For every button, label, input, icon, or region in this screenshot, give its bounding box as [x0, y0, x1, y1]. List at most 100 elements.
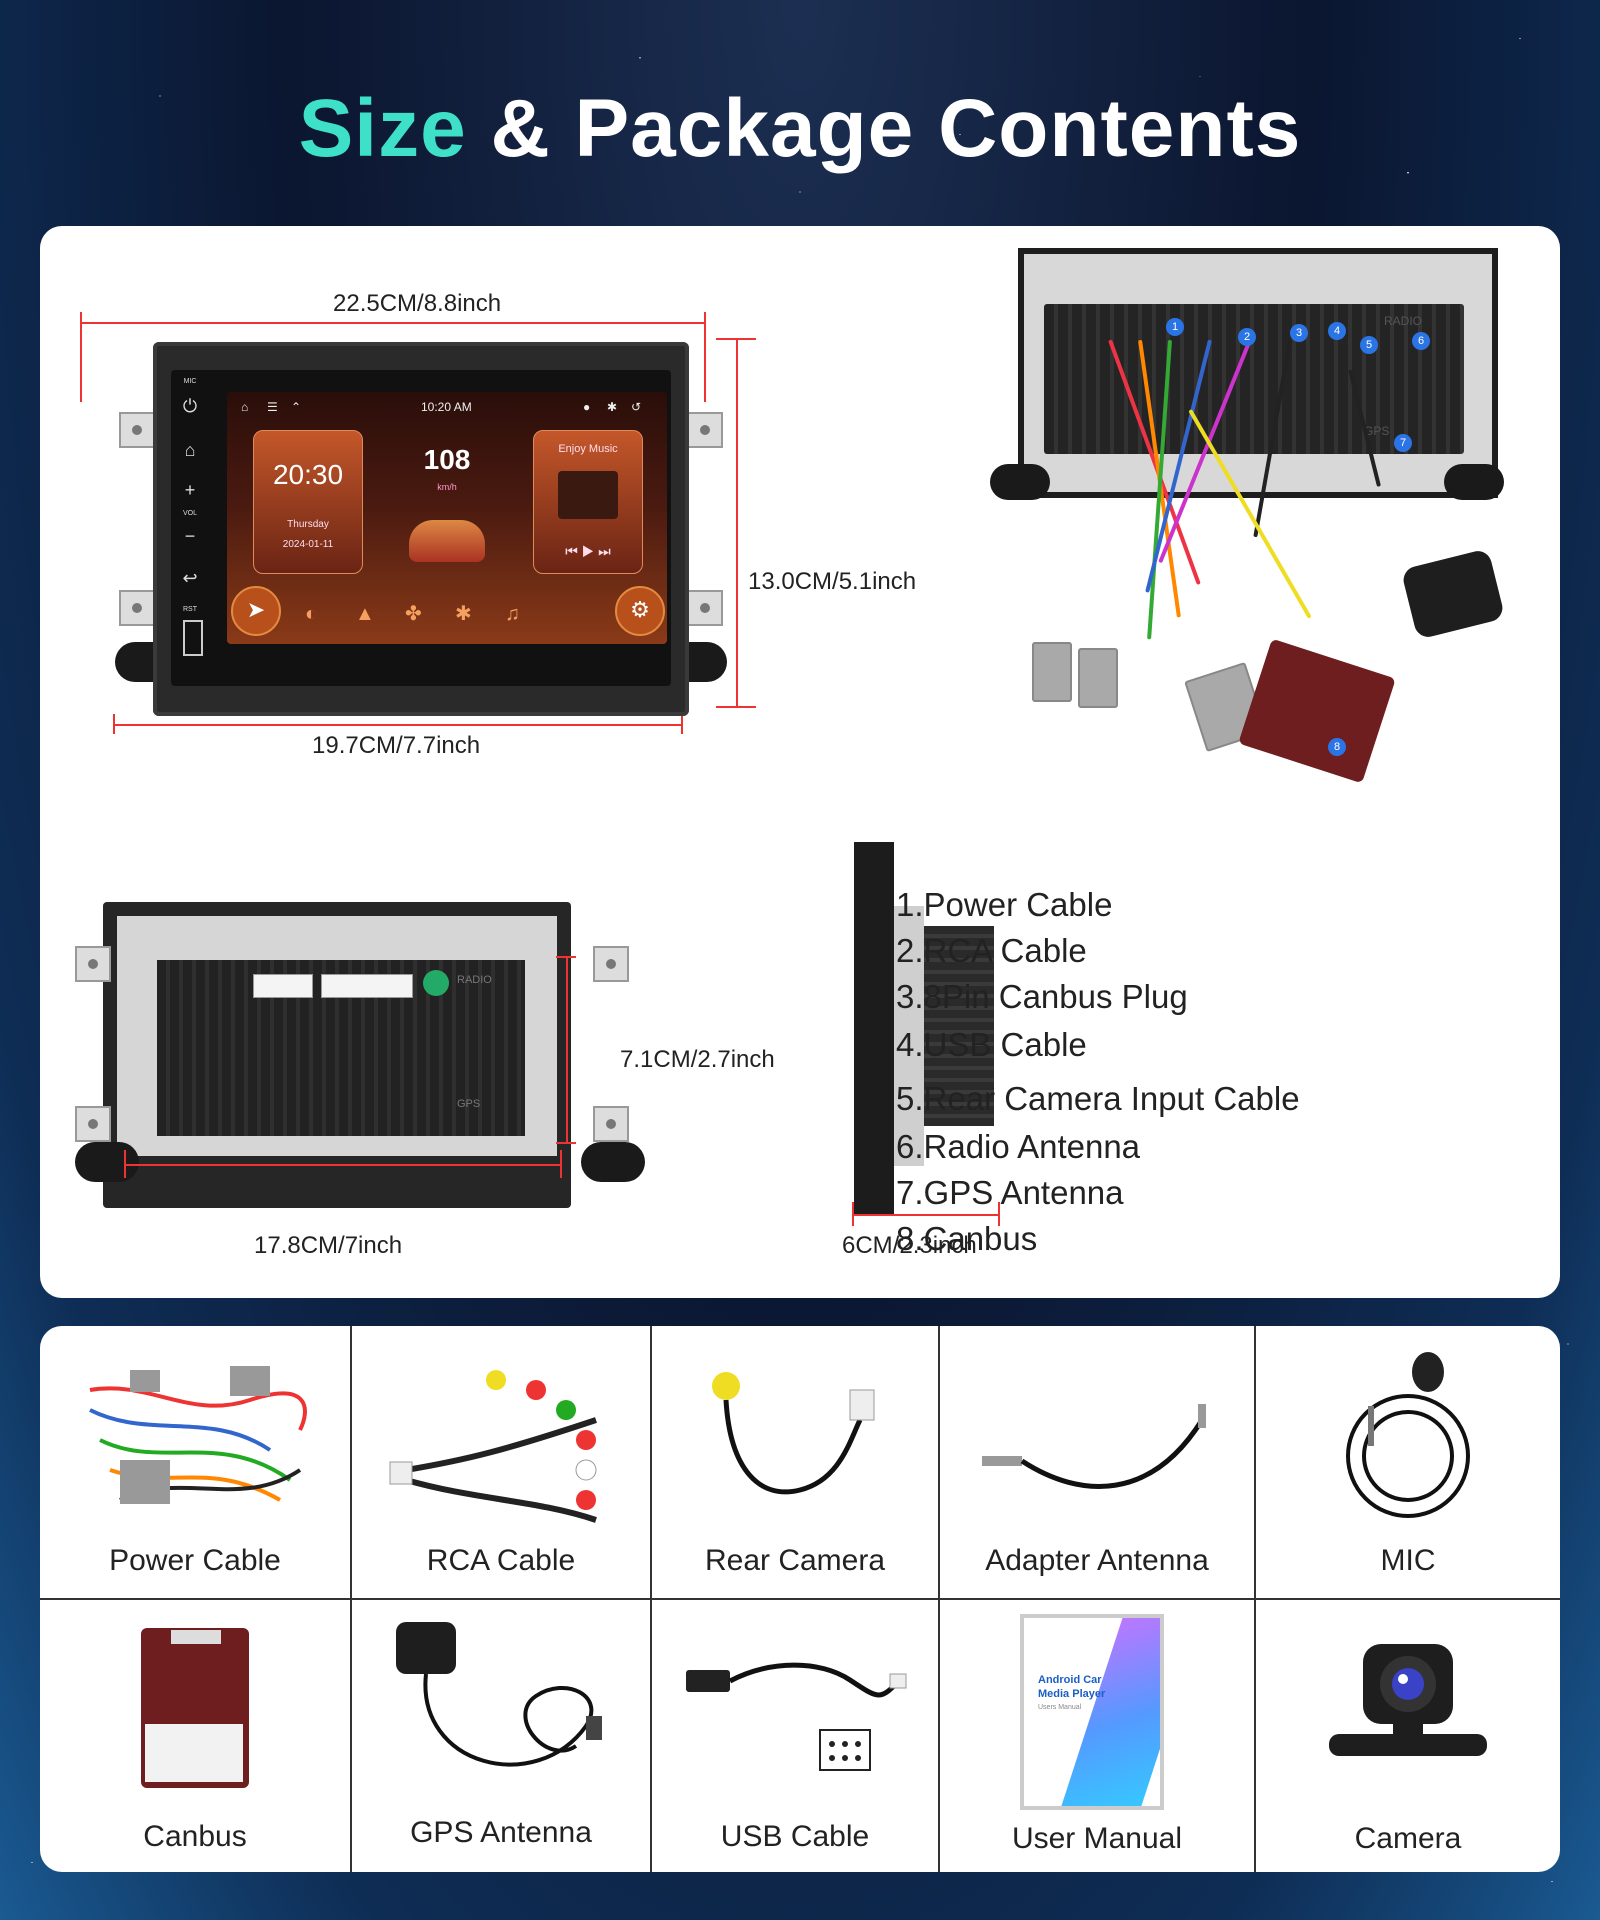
speed-unit: km/h: [437, 482, 457, 492]
rst-label: RST: [183, 606, 197, 613]
head-unit-rear-wired: RADIO GPS 1 2 3 4 5 6 7 8: [990, 248, 1506, 784]
chevron-up-icon[interactable]: ⌃: [291, 400, 302, 414]
wire-number-2: 2: [1238, 328, 1256, 346]
mount-foot: [581, 1142, 645, 1182]
power-cable-icon: [89, 1366, 307, 1504]
package-label: Rear Camera: [704, 1544, 886, 1577]
location-icon: ●: [583, 400, 591, 414]
manual-title-line1: Android Car: [1038, 1674, 1102, 1686]
package-item: MIC: [1256, 1326, 1560, 1600]
settings-gear-icon[interactable]: ⚙: [615, 586, 665, 636]
mount-tab: [75, 1106, 111, 1142]
package-item: Camera: [1256, 1600, 1560, 1872]
camera-icon: [1329, 1644, 1487, 1756]
music-note-icon[interactable]: ♫: [505, 603, 520, 625]
wire-number-5: 5: [1360, 336, 1378, 354]
radio-port-label: RADIO: [1384, 314, 1423, 328]
component-item: 8.Canbus: [896, 1220, 1038, 1257]
touchscreen[interactable]: ⌂ ☰ ⌃ 10:20 AM ● ✱ ↺ 20:30 Thursday 2024…: [227, 392, 667, 644]
music-widget[interactable]: Enjoy Music ⏮ ▶ ⏭: [533, 430, 643, 574]
rear-camera-cable-icon: [712, 1372, 875, 1495]
package-label: User Manual: [1011, 1822, 1183, 1855]
package-item: Canbus: [40, 1600, 352, 1872]
back-gps-label: GPS: [457, 1098, 481, 1110]
navigation-icon[interactable]: ➤: [231, 586, 281, 636]
depth-line: [852, 1214, 1000, 1216]
mount-tab: [75, 946, 111, 982]
bluetooth-icon: ✱: [607, 400, 618, 414]
mount-foot: [75, 1142, 139, 1182]
wire-number-4: 4: [1328, 322, 1346, 340]
power-icon[interactable]: ⏻: [182, 396, 198, 416]
music-controls[interactable]: ⏮ ▶ ⏭: [565, 543, 611, 559]
unit-frame: MIC ⏻ ⌂ + VOL − ↩ RST ⌂ ☰ ⌃ 10:20 AM ● ✱…: [153, 342, 689, 716]
back-plate: RADIO GPS: [117, 916, 557, 1156]
wire-number-8: 8: [1328, 738, 1346, 756]
package-label: Camera: [1354, 1822, 1462, 1855]
size-card: 22.5CM/8.8inch 13.0CM/5.1inch 19.7CM/7.7…: [40, 226, 1560, 1298]
back-icon[interactable]: ↩: [182, 568, 198, 588]
depth-label: 6CM/2.3inch: [842, 1232, 977, 1259]
front-width-line: [80, 322, 706, 324]
clock-day: Thursday: [287, 519, 329, 530]
gps-puck: [1400, 548, 1506, 640]
return-icon[interactable]: ↺: [631, 400, 642, 414]
volume-down-icon[interactable]: −: [184, 526, 196, 546]
usb-cable-icon: [686, 1662, 907, 1771]
rca-cable-icon: [389, 1370, 597, 1523]
front-screen-width-label: 19.7CM/7.7inch: [312, 732, 481, 759]
clock-widget[interactable]: 20:30 Thursday 2024-01-11: [253, 430, 363, 574]
rear-chassis: RADIO GPS: [1018, 248, 1498, 498]
front-width-label: 22.5CM/8.8inch: [333, 290, 502, 317]
back-frame: RADIO GPS: [103, 902, 571, 1208]
back-radio-label: RADIO: [457, 974, 492, 986]
apps-icon[interactable]: ✤: [405, 603, 422, 625]
back-height-tick-top: [556, 956, 576, 958]
gps-antenna-icon: [396, 1622, 602, 1767]
connector-plug: [1078, 648, 1118, 708]
radio-antenna-port: [423, 970, 449, 996]
canbus-box: [1238, 638, 1396, 784]
car-icon: [409, 520, 485, 562]
front-screen-width-line: [113, 724, 683, 726]
carplay-icon[interactable]: ▲: [355, 603, 375, 625]
side-bracket: [894, 906, 924, 1166]
mount-foot: [1444, 464, 1504, 500]
package-label: USB Cable: [720, 1820, 870, 1853]
front-width-line-right: [704, 312, 706, 402]
connector-port: [321, 974, 413, 998]
usb-port: [183, 620, 203, 656]
front-screen-tick-right: [681, 714, 683, 734]
bluetooth-app-icon[interactable]: ✱: [455, 603, 472, 625]
back-height-label: 7.1CM/2.7inch: [620, 1046, 775, 1073]
page-title: Size & Package Contents: [0, 82, 1600, 176]
wire-number-1: 1: [1166, 318, 1184, 336]
package-item: Android Car Media Player Users Manual Us…: [940, 1600, 1256, 1872]
clock-date: 2024-01-11: [282, 539, 334, 550]
side-faceplate: [854, 842, 894, 1214]
home-status-icon[interactable]: ⌂: [241, 400, 249, 414]
component-item: 6.Radio Antenna: [896, 1128, 1141, 1165]
radio-icon[interactable]: ◐: [305, 603, 318, 625]
status-time: 10:20 AM: [421, 400, 472, 414]
adapter-antenna-icon: [982, 1404, 1206, 1489]
back-width-tick-right: [560, 1150, 562, 1178]
package-item: Rear Camera: [652, 1326, 940, 1600]
manual-title-line3: Users Manual: [1038, 1704, 1082, 1711]
mic-label: MIC: [183, 378, 197, 385]
connector-plug: [1032, 642, 1072, 702]
package-item: Adapter Antenna: [940, 1326, 1256, 1600]
user-manual-icon: Android Car Media Player Users Manual: [1020, 1614, 1164, 1810]
home-icon[interactable]: ⌂: [184, 440, 196, 460]
clock-time: 20:30: [272, 459, 344, 490]
title-accent: Size: [298, 83, 467, 174]
mount-tab: [593, 1106, 629, 1142]
package-grid: Power Cable RCA Cable Rear Camera Adapte…: [40, 1326, 1560, 1872]
volume-up-icon[interactable]: +: [184, 480, 196, 500]
front-height-tick-top: [716, 338, 756, 340]
mount-tab: [119, 412, 155, 448]
package-item: Power Cable: [40, 1326, 352, 1600]
menu-icon[interactable]: ☰: [267, 400, 278, 414]
package-item: USB Cable: [652, 1600, 940, 1872]
mount-foot: [990, 464, 1050, 500]
